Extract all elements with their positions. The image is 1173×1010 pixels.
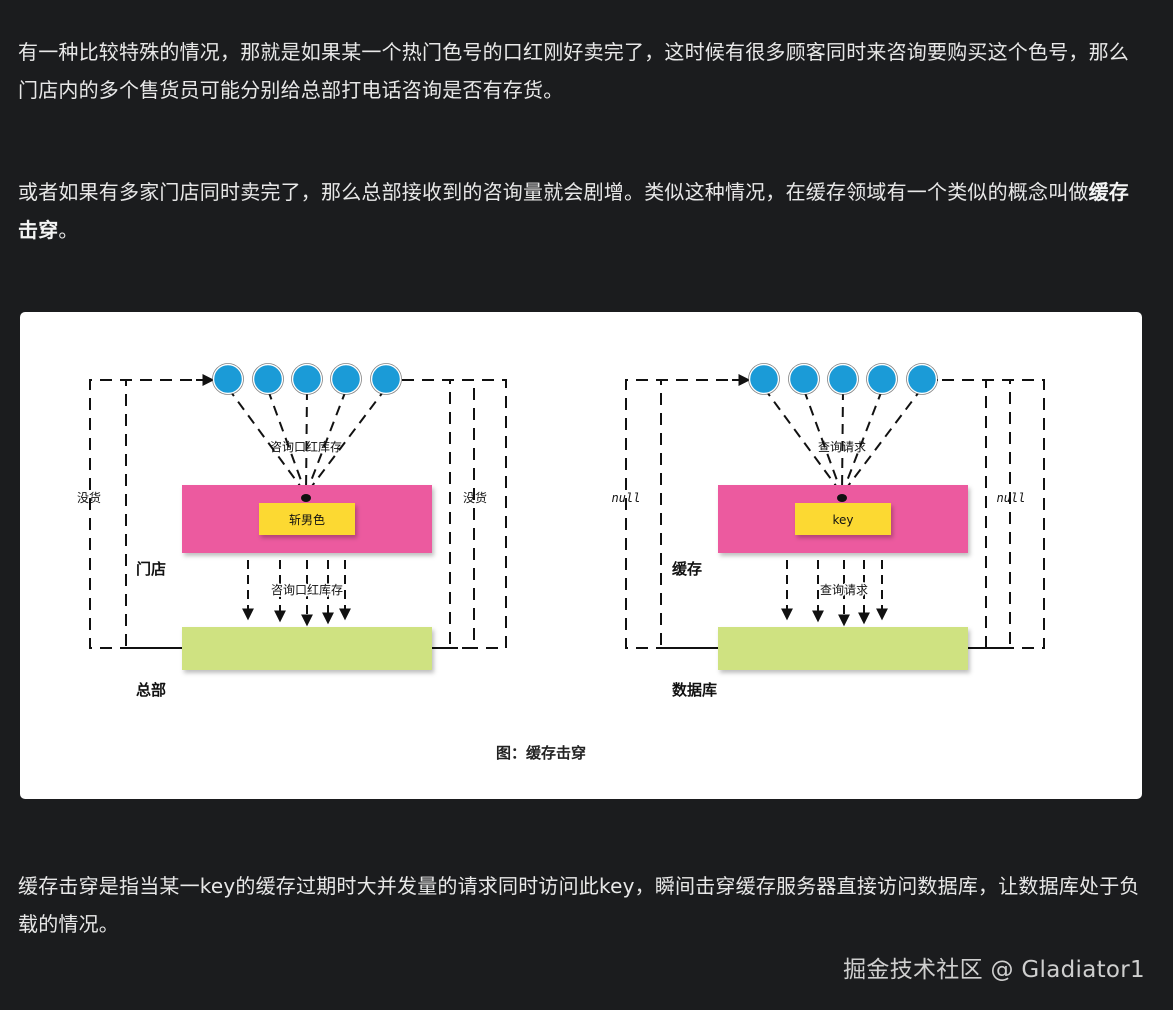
cache-key-label: key bbox=[832, 513, 853, 527]
store-right-side-label: 没货 bbox=[463, 490, 487, 505]
headquarters-label: 总部 bbox=[136, 681, 166, 699]
cache-lower-arrow-label: 查询请求 bbox=[820, 583, 868, 597]
store-key-box bbox=[259, 503, 355, 535]
cache-panel: 查询请求 null null key 缓存 查询请求 数据库 bbox=[612, 363, 1045, 699]
client-node bbox=[748, 363, 780, 395]
paragraph-concept: 或者如果有多家门店同时卖完了，那么总部接收到的咨询量就会剧增。类似这种情况，在缓… bbox=[18, 173, 1148, 249]
store-key-label: 斩男色 bbox=[289, 513, 325, 527]
cache-forward-arrows bbox=[781, 560, 888, 627]
store-panel: 咨询口红库存 没货 没货 斩男色 门店 咨询口红库存 总部 bbox=[77, 363, 507, 699]
database-box bbox=[718, 627, 968, 670]
client-node bbox=[252, 363, 284, 395]
watermark: 掘金技术社区 @ Gladiator1 bbox=[843, 957, 1145, 983]
client-node bbox=[370, 363, 402, 395]
cache-left-side-label: null bbox=[612, 491, 641, 505]
store-dashed-frames bbox=[89, 379, 507, 649]
store-forward-arrows bbox=[242, 560, 351, 627]
client-node bbox=[212, 363, 244, 395]
cache-dashed-frames bbox=[625, 379, 1045, 649]
store-upper-arrow-label: 咨询口红库存 bbox=[270, 439, 342, 454]
cache-key-box bbox=[795, 503, 891, 535]
cache-clients bbox=[748, 363, 938, 395]
database-label: 数据库 bbox=[672, 681, 717, 699]
client-node bbox=[827, 363, 859, 395]
cache-breakdown-figure: 咨询口红库存 没货 没货 斩男色 门店 咨询口红库存 总部 bbox=[20, 312, 1142, 799]
store-label: 门店 bbox=[136, 560, 166, 578]
client-node bbox=[866, 363, 898, 395]
figure-caption: 图：缓存击穿 bbox=[496, 744, 586, 762]
paragraph-concept-end: 。 bbox=[58, 218, 79, 242]
store-clients bbox=[212, 363, 402, 395]
cache-breakdown-diagram: 咨询口红库存 没货 没货 斩男色 门店 咨询口红库存 总部 bbox=[77, 363, 1045, 762]
paragraph-intro: 有一种比较特殊的情况，那就是如果某一个热门色号的口红刚好卖完了，这时候有很多顾客… bbox=[18, 40, 1129, 102]
term-cache-breakdown: 缓存击穿 bbox=[18, 180, 1130, 242]
cache-label: 缓存 bbox=[672, 560, 702, 578]
cache-right-side-label: null bbox=[997, 491, 1026, 505]
client-node bbox=[330, 363, 362, 395]
store-left-side-label: 没货 bbox=[77, 490, 101, 505]
client-node bbox=[906, 363, 938, 395]
client-node bbox=[788, 363, 820, 395]
store-query-lines bbox=[227, 387, 387, 495]
paragraph-concept-text: 或者如果有多家门店同时卖完了，那么总部接收到的咨询量就会剧增。类似这种情况，在缓… bbox=[18, 180, 1089, 204]
cache-query-lines bbox=[763, 387, 923, 495]
client-node bbox=[291, 363, 323, 395]
headquarters-box bbox=[182, 627, 432, 670]
store-lower-arrow-label: 咨询口红库存 bbox=[271, 582, 343, 597]
cache-upper-arrow-label: 查询请求 bbox=[818, 440, 866, 454]
paragraph-definition: 缓存击穿是指当某一key的缓存过期时大并发量的请求同时访问此key，瞬间击穿缓存… bbox=[18, 874, 1140, 936]
